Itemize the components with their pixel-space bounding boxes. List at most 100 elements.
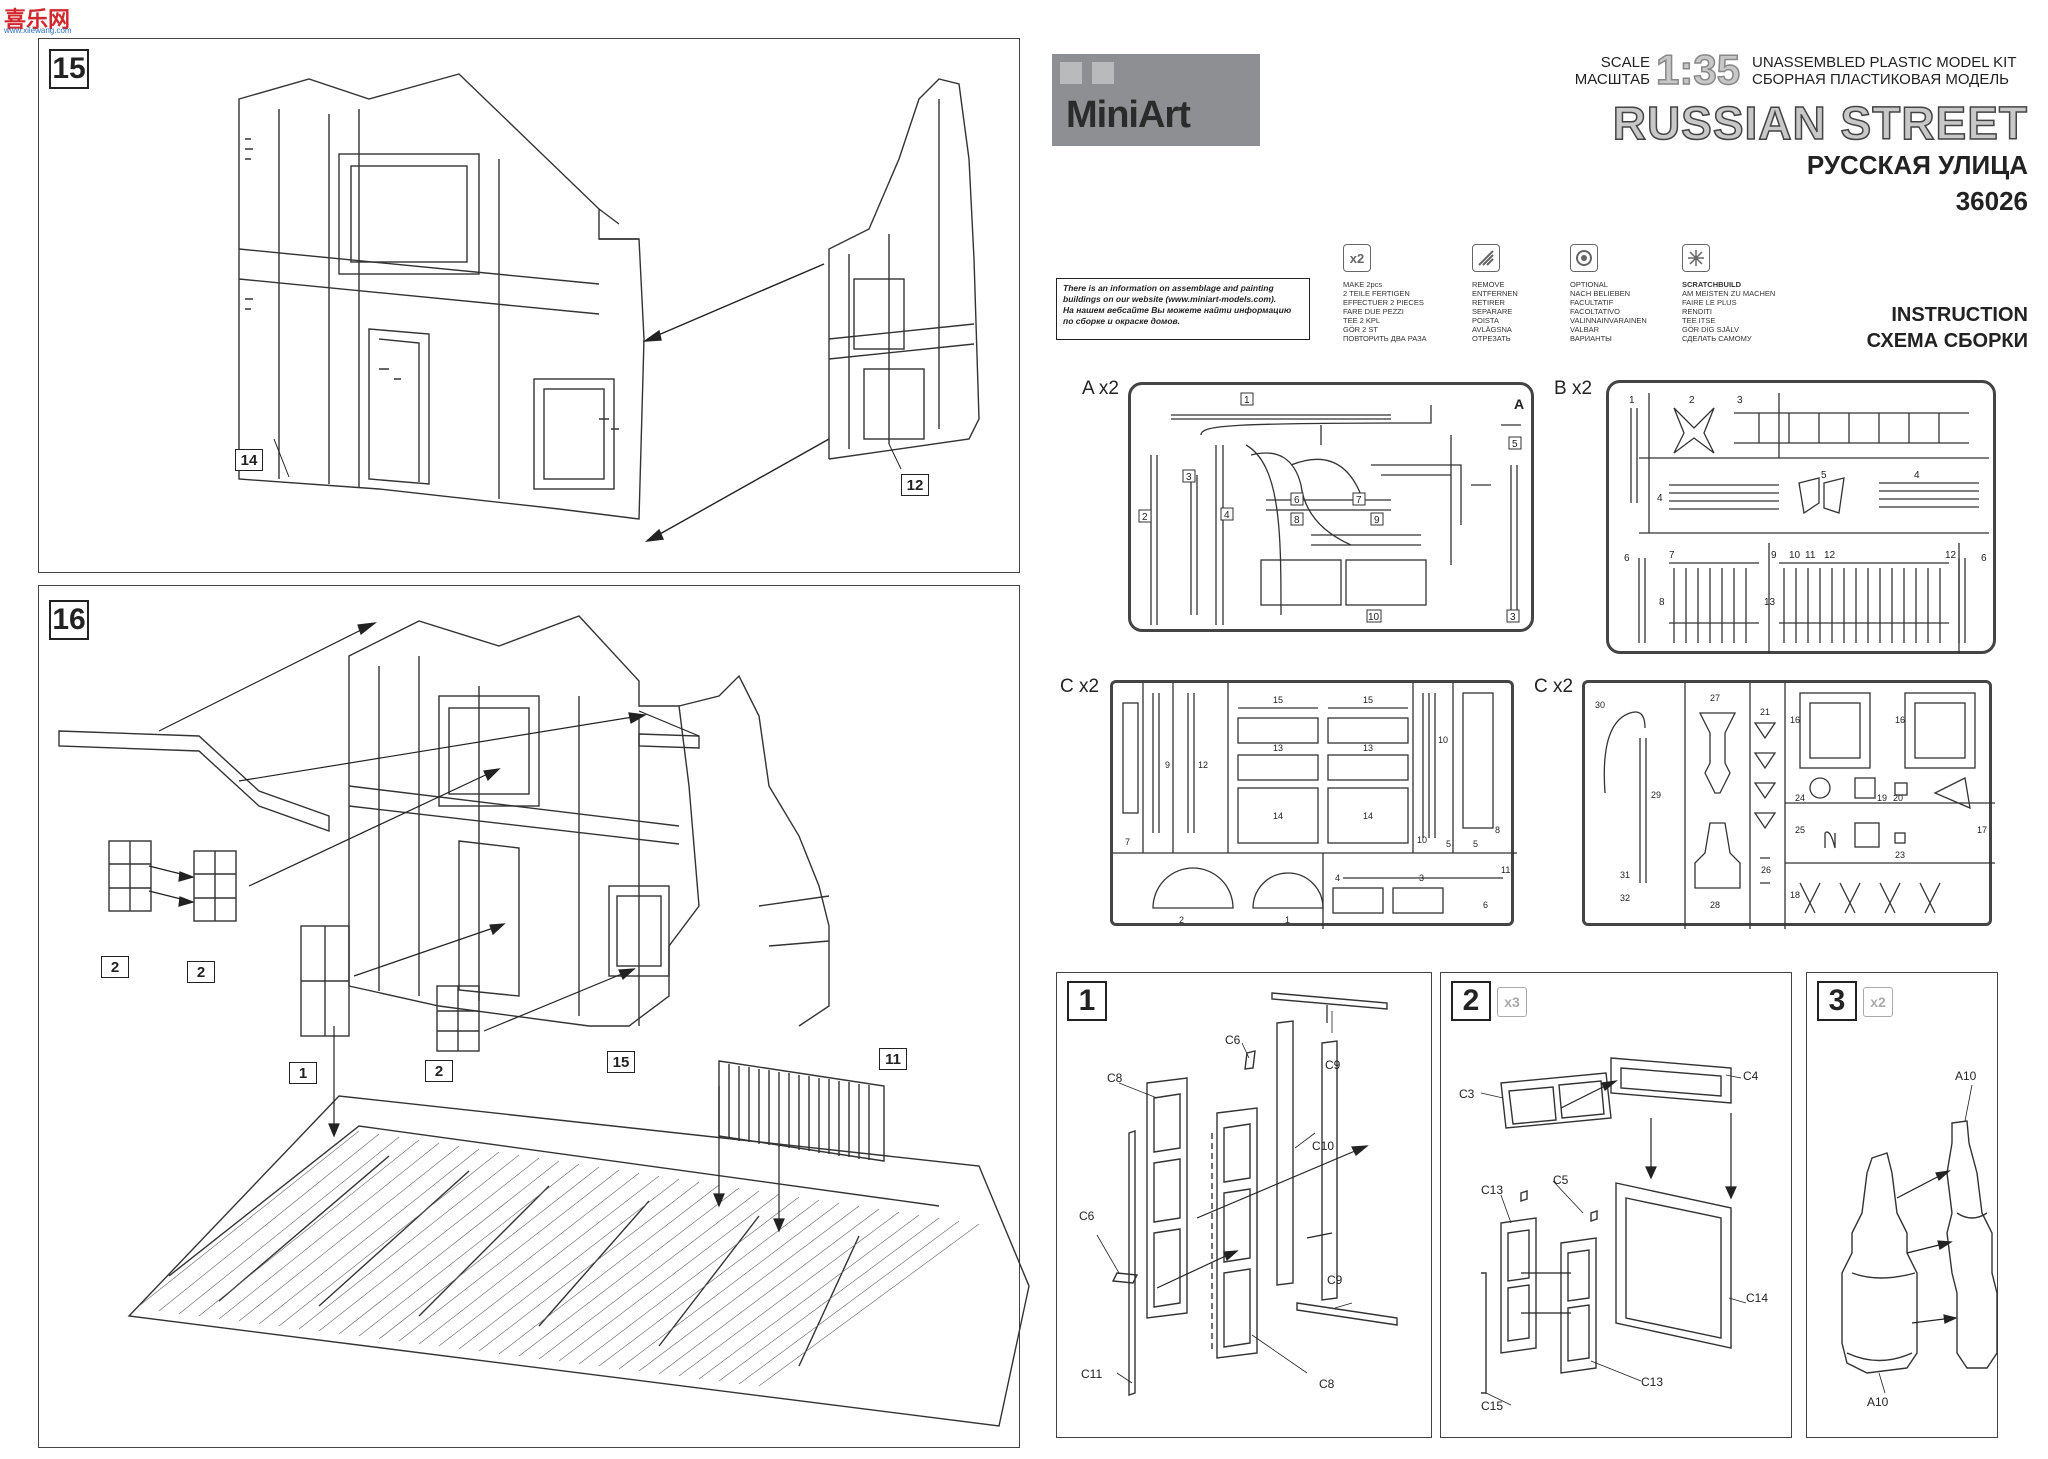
- sprue-c1-part-number: 13: [1273, 743, 1283, 753]
- sprue-b-part-number: 1: [1629, 395, 1635, 406]
- step-2-multiplier: x3: [1497, 987, 1527, 1017]
- sprue-a-parts: 1 2 3 4 5 6 7 8 9 10 3 A: [1138, 392, 1524, 625]
- sprue-b-part-number: 12: [1945, 550, 1957, 561]
- legend-line: 2 TEILE FERTIGEN: [1343, 289, 1410, 298]
- notice-ru: На нашем вебсайте Вы можете найти информ…: [1063, 305, 1292, 326]
- step-16-drawing: [58, 615, 1030, 1427]
- step-1-part-label: C6: [1225, 1033, 1241, 1047]
- watermark-url: www.xilewang.com: [4, 26, 72, 35]
- instruction-ru: СХЕМА СБОРКИ: [1866, 330, 2028, 352]
- legend-make-two: x2 MAKE 2pcs 2 TEILE FERTIGEN EFFECTUER …: [1343, 244, 1443, 343]
- sprue-c1-part-number: 4: [1335, 873, 1340, 883]
- sprue-b-part-number: 3: [1737, 395, 1743, 406]
- sprue-c1-part-number: 6: [1483, 900, 1488, 910]
- step-15-number: 15: [49, 49, 89, 89]
- legend-line: СДЕЛАТЬ САМОМУ: [1682, 334, 1752, 343]
- legend-line: TEE ITSE: [1682, 316, 1716, 325]
- step-16-part-label: 15: [607, 1051, 635, 1073]
- legend-scratchbuild: SCRATCHBUILD AM MEISTEN ZU MACHEN FAIRE …: [1682, 244, 1782, 343]
- sprue-a-part-number: 8: [1294, 515, 1300, 526]
- sprue-c2-label: C x2: [1534, 676, 1574, 697]
- step-16-part-label: 2: [425, 1060, 453, 1082]
- watermark-brand: 喜乐网: [4, 8, 71, 33]
- sprue-c1-frame: 7 9 12 15 15 13 13 14 14 10 10 5 5 8 2 1…: [1110, 680, 1517, 929]
- sprue-c1-part-number: 15: [1273, 695, 1283, 705]
- sprue-b-label: B x2: [1554, 378, 1593, 399]
- legend-line: FARE DUE PEZZI: [1343, 307, 1404, 316]
- sprue-c2-parts: 30 29 27 21 16 16 24 19 20 25 23 17 31 3…: [1595, 683, 1995, 929]
- sprue-b-part-number: 2: [1689, 395, 1695, 406]
- step-1-part-label: C10: [1312, 1139, 1335, 1153]
- logo-text: MiniArt: [1066, 94, 1191, 136]
- step-16-number: 16: [49, 600, 89, 640]
- step-15-part-label: 14: [235, 449, 263, 471]
- legend-line: ОТРЕЗАТЬ: [1472, 334, 1511, 343]
- sprue-a-part-number: 2: [1142, 512, 1148, 523]
- legend-line: REMOVE: [1472, 280, 1505, 289]
- sprue-c1-part-number: 5: [1473, 839, 1478, 849]
- step-2-part-label: C5: [1553, 1173, 1569, 1187]
- sprue-b-part-number: 5: [1821, 470, 1827, 481]
- step-16-part-label: 2: [187, 961, 215, 983]
- sprue-c1-part-number: 14: [1273, 811, 1283, 821]
- legend-line: SEPARARE: [1472, 307, 1513, 316]
- sprue-c1-part-number: 1: [1285, 915, 1290, 925]
- sprue-b-part-number: 9: [1771, 550, 1777, 561]
- sprue-c1-label: C x2: [1060, 676, 1100, 697]
- step-15-part-label: 12: [901, 474, 929, 496]
- website-notice: There is an information on assemblage an…: [1056, 278, 1310, 340]
- legend-line: EFFECTUER 2 PIECES: [1343, 298, 1424, 307]
- watermark: 喜乐网 www.xilewang.com: [0, 0, 120, 35]
- sprue-b-part-number: 8: [1659, 597, 1665, 608]
- step-16-part-label: 11: [879, 1048, 907, 1070]
- kit-type-en: UNASSEMBLED PLASTIC MODEL KIT: [1752, 54, 2017, 71]
- legend-line: FACOLTATIVO: [1570, 307, 1621, 316]
- sprue-c1-part-number: 11: [1501, 865, 1510, 875]
- step-2-part-label: C3: [1459, 1087, 1475, 1101]
- sprue-a-part-number: 5: [1512, 439, 1518, 450]
- sprue-c2-part-number: 21: [1760, 707, 1770, 717]
- make-two-icon: x2: [1343, 244, 1371, 272]
- sprue-c1-part-number: 13: [1363, 743, 1373, 753]
- scratchbuild-icon: [1682, 244, 1710, 272]
- sprue-b-part-number: 6: [1624, 553, 1630, 564]
- instruction-en: INSTRUCTION: [1891, 304, 2028, 326]
- sprue-c2-part-number: 28: [1710, 900, 1720, 910]
- sprue-a-part-number: 7: [1356, 495, 1362, 506]
- sprue-c1-parts: 7 9 12 15 15 13 13 14 14 10 10 5 5 8 2 1…: [1113, 683, 1517, 929]
- step-3-part-label: A10: [1867, 1395, 1889, 1409]
- step-2-panel: 2 x3 C3 C4 C13: [1440, 972, 1792, 1438]
- sprue-a-part-number: 1: [1244, 395, 1250, 406]
- step-3-number: 3: [1817, 981, 1857, 1021]
- miniart-logo: MiniArt: [1052, 54, 1260, 146]
- sprue-a-label: A x2: [1082, 378, 1119, 399]
- sprue-c1-part-number: 12: [1198, 760, 1208, 770]
- sprue-b-part-number: 4: [1914, 470, 1920, 481]
- legend-line: OPTIONAL: [1570, 280, 1608, 289]
- sprue-a-part-number: 3: [1510, 612, 1516, 623]
- step-3-panel: 3 x2 A10 A10: [1806, 972, 1998, 1438]
- step-16-panel: 16: [38, 585, 1030, 1448]
- step-1-number: 1: [1067, 981, 1107, 1021]
- sprue-b-part-number: 13: [1764, 597, 1776, 608]
- sprue-c2-part-number: 20: [1893, 793, 1903, 803]
- sprue-a-part-number: 3: [1186, 472, 1192, 483]
- sprue-c2-part-number: 16: [1895, 715, 1905, 725]
- step-2-part-label: C13: [1481, 1183, 1504, 1197]
- step-16-part-label: 2: [101, 956, 129, 978]
- sprue-a-frame: 1 2 3 4 5 6 7 8 9 10 3 A: [1128, 382, 1534, 632]
- step-2-number: 2: [1451, 981, 1491, 1021]
- legend-line: VALBAR: [1570, 325, 1600, 334]
- step-2-part-label: C14: [1746, 1291, 1769, 1305]
- step-1-part-label: C9: [1325, 1058, 1341, 1072]
- sprue-c1-part-number: 2: [1179, 915, 1184, 925]
- legend-line: NACH BELIEBEN: [1570, 289, 1631, 298]
- legend-line: VALINNAINVARAINEN: [1570, 316, 1647, 325]
- sprue-a-corner-letter: A: [1514, 396, 1524, 412]
- legend-line: AVLÄGSNA: [1472, 325, 1512, 334]
- sprue-a-part-number: 10: [1368, 612, 1380, 623]
- sprue-b-part-number: 4: [1657, 493, 1663, 504]
- sprue-c2-part-number: 17: [1977, 825, 1987, 835]
- sprue-c1-part-number: 9: [1165, 760, 1170, 770]
- sprue-b-part-number: 11: [1805, 550, 1816, 561]
